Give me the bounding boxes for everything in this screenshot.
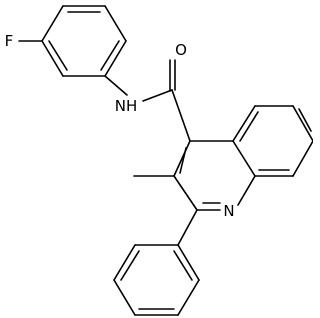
n-carbonyl-bond: [142, 89, 173, 102]
double-bond-inner: [100, 40, 120, 71]
double-bond-inner: [239, 111, 259, 142]
ring-nitrogen-label: N: [223, 202, 234, 220]
bond: [113, 279, 136, 316]
aryl-n-bond: [104, 75, 128, 96]
carbonyl-oxygen-label: O: [175, 41, 187, 59]
ring-phenyl-bond: [177, 209, 198, 246]
double-bond-inner: [48, 40, 68, 71]
double-bond-inner: [173, 250, 193, 281]
fluorine-label: F: [5, 32, 14, 50]
bond: [232, 105, 256, 142]
double-bond-inner: [179, 147, 187, 174]
bond: [41, 40, 64, 77]
bond: [173, 140, 191, 177]
bond: [232, 140, 256, 177]
quinoline-pyridine-ring: [173, 140, 256, 211]
bond: [113, 244, 136, 281]
bond: [104, 40, 127, 77]
molecule-structure: F NH O N: [5, 5, 313, 316]
quinoline-benzo-ring: [232, 105, 313, 177]
bond: [41, 5, 64, 42]
bond: [237, 175, 256, 206]
fluorophenyl-ring: [41, 5, 127, 77]
double-bond-inner: [298, 108, 312, 132]
amide-nh-label: NH: [115, 97, 138, 115]
carbonyl-ring-bond: [171, 89, 191, 142]
bond: [104, 5, 127, 42]
bond: [177, 279, 200, 316]
bond: [292, 105, 313, 142]
bond: [173, 175, 198, 211]
bond: [177, 244, 200, 281]
double-bond-inner: [120, 250, 140, 281]
phenyl-ring: [113, 244, 200, 316]
bond: [292, 140, 313, 177]
